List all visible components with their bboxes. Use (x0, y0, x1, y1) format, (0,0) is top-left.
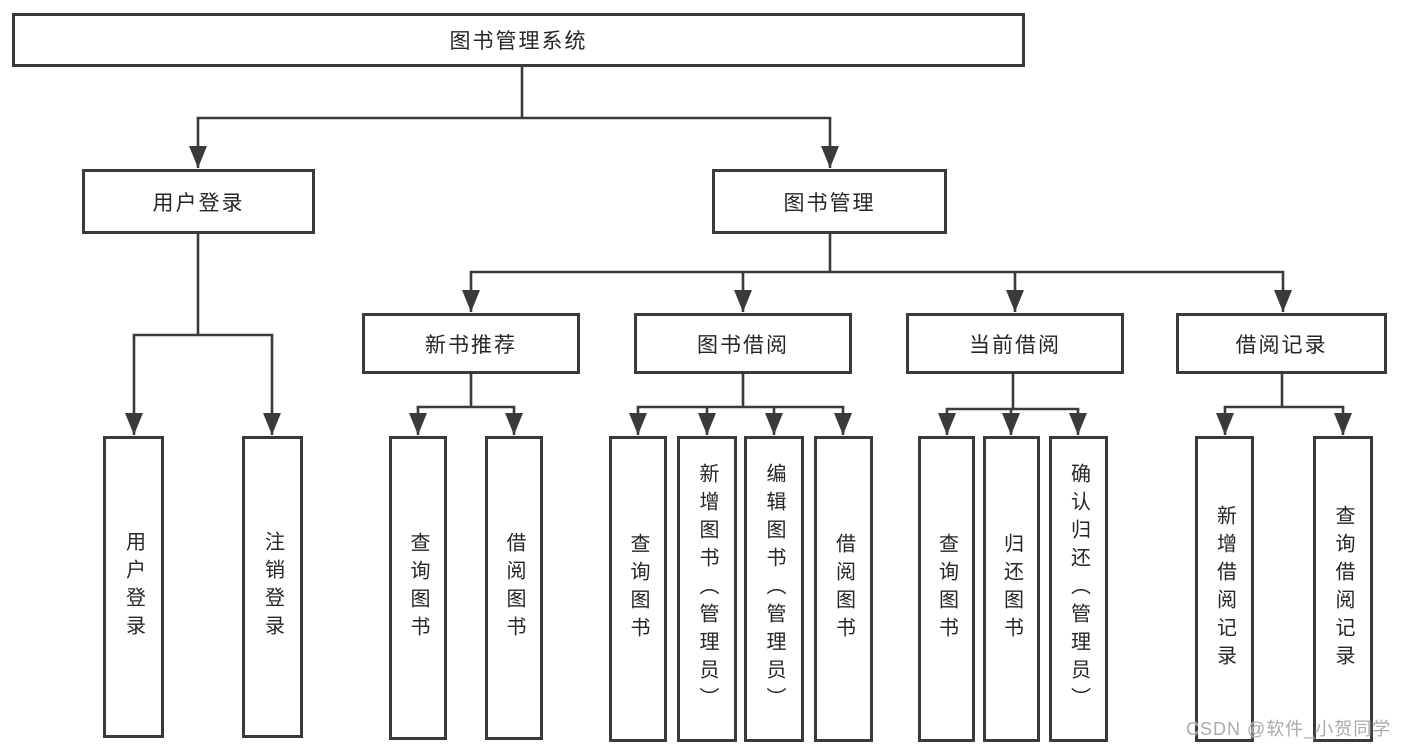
node-current-borrowing-label: 当前借阅 (969, 333, 1061, 357)
leaf-records-query-record: 查询借阅记录 (1313, 436, 1373, 742)
leaf-borrowing-borrow-books: 借阅图书 (814, 436, 873, 742)
node-book-management: 图书管理 (712, 169, 947, 234)
connectors-borrowing-records (1216, 373, 1352, 435)
connectors-user-login (125, 233, 281, 435)
leaf-borrowing-borrow-books-label: 借阅图书 (832, 533, 855, 645)
node-borrowing-records: 借阅记录 (1176, 313, 1387, 374)
leaf-records-add-record-label: 新增借阅记录 (1213, 505, 1236, 673)
csdn-watermark: CSDN @软件_小贺同学 (1186, 719, 1392, 739)
leaf-borrowing-query-books: 查询图书 (609, 436, 667, 742)
node-borrowing-records-label: 借阅记录 (1235, 333, 1328, 357)
node-root-label: 图书管理系统 (449, 30, 588, 53)
node-user-login: 用户登录 (82, 169, 315, 234)
node-user-login-label: 用户登录 (152, 191, 245, 215)
connectors-new-book-recommendation (409, 373, 523, 435)
leaf-borrowing-add-books-admin: 新增图书（管理员） (677, 436, 737, 742)
leaf-newbook-borrow-books-label: 借阅图书 (503, 532, 525, 644)
leaf-newbook-query-books: 查询图书 (389, 436, 447, 740)
leaf-records-query-record-label: 查询借阅记录 (1332, 505, 1354, 673)
connectors-current-borrowing (938, 373, 1087, 435)
node-current-borrowing: 当前借阅 (906, 313, 1124, 374)
node-book-management-label: 图书管理 (783, 191, 876, 215)
leaf-borrowing-edit-books-admin-label: 编辑图书（管理员） (763, 463, 785, 715)
connectors-book-borrowing (629, 373, 852, 435)
leaf-logout-label: 注销登录 (261, 531, 284, 643)
connectors-book-management (462, 233, 1292, 312)
leaf-current-return-books: 归还图书 (983, 436, 1040, 742)
node-new-book-recommendation-label: 新书推荐 (425, 333, 517, 357)
connectors-root (189, 66, 839, 168)
leaf-newbook-query-books-label: 查询图书 (407, 532, 429, 644)
leaf-current-query-books: 查询图书 (918, 436, 975, 742)
node-root: 图书管理系统 (12, 13, 1025, 67)
node-book-borrowing: 图书借阅 (634, 313, 852, 374)
leaf-user-login: 用户登录 (103, 436, 164, 738)
node-book-borrowing-label: 图书借阅 (697, 333, 789, 357)
leaf-records-add-record: 新增借阅记录 (1195, 436, 1254, 742)
leaf-logout: 注销登录 (242, 436, 303, 738)
leaf-current-confirm-return-admin: 确认归还（管理员） (1049, 436, 1108, 742)
leaf-newbook-borrow-books: 借阅图书 (485, 436, 543, 740)
leaf-current-confirm-return-admin-label: 确认归还（管理员） (1067, 463, 1090, 715)
leaf-user-login-label: 用户登录 (122, 531, 145, 643)
leaf-borrowing-query-books-label: 查询图书 (627, 533, 649, 645)
node-new-book-recommendation: 新书推荐 (362, 313, 580, 374)
leaf-current-return-books-label: 归还图书 (1000, 533, 1023, 645)
leaf-borrowing-add-books-admin-label: 新增图书（管理员） (696, 463, 718, 715)
leaf-borrowing-edit-books-admin: 编辑图书（管理员） (744, 436, 804, 742)
leaf-current-query-books-label: 查询图书 (935, 533, 958, 645)
